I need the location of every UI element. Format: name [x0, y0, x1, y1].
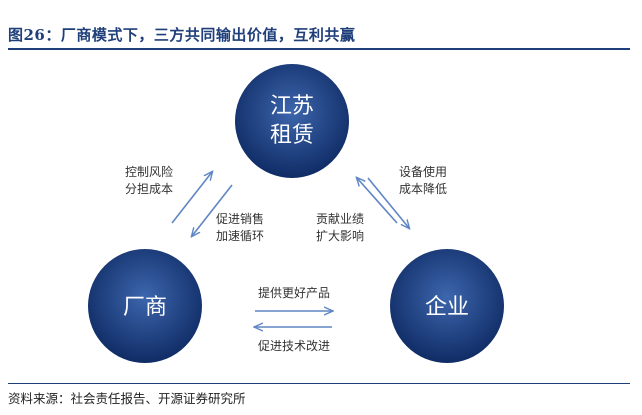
title-rule: [8, 48, 630, 50]
label-cost-reduction: 成本降低: [399, 182, 447, 196]
label-better-products: 提供更好产品: [258, 285, 330, 300]
label-tech-improvement: 促进技术改进: [258, 339, 330, 353]
label-promote-sales: 促进销售: [216, 211, 264, 226]
arrow-jiangsu-to-manufacturer: [192, 184, 233, 236]
node-jiangsu-line1: 江苏: [270, 94, 314, 119]
source-note: 资料来源：社会责任报告、开源证券研究所: [8, 391, 246, 406]
node-manufacturer-label: 厂商: [123, 295, 167, 320]
source-rule: [8, 383, 630, 384]
node-manufacturer: 厂商: [88, 249, 202, 363]
figure-title: 图26：厂商模式下，三方共同输出价值，互利共赢: [8, 26, 356, 44]
label-share-cost: 分担成本: [125, 182, 173, 196]
label-control-risk: 控制风险: [125, 164, 173, 179]
label-contribute-performance: 贡献业绩: [316, 211, 364, 226]
node-enterprise: 企业: [390, 249, 504, 363]
label-expand-influence: 扩大影响: [316, 228, 364, 243]
arrow-enterprise-to-jiangsu: [357, 178, 398, 224]
node-jiangsu-leasing: 江苏 租赁: [235, 64, 349, 178]
arrow-jiangsu-to-enterprise: [367, 177, 409, 228]
arrow-manufacturer-to-jiangsu: [171, 172, 212, 224]
node-enterprise-label: 企业: [425, 295, 469, 320]
node-jiangsu-line2: 租赁: [270, 123, 314, 148]
label-speed-cycle: 加速循环: [216, 229, 264, 243]
label-equipment-use: 设备使用: [399, 164, 447, 179]
